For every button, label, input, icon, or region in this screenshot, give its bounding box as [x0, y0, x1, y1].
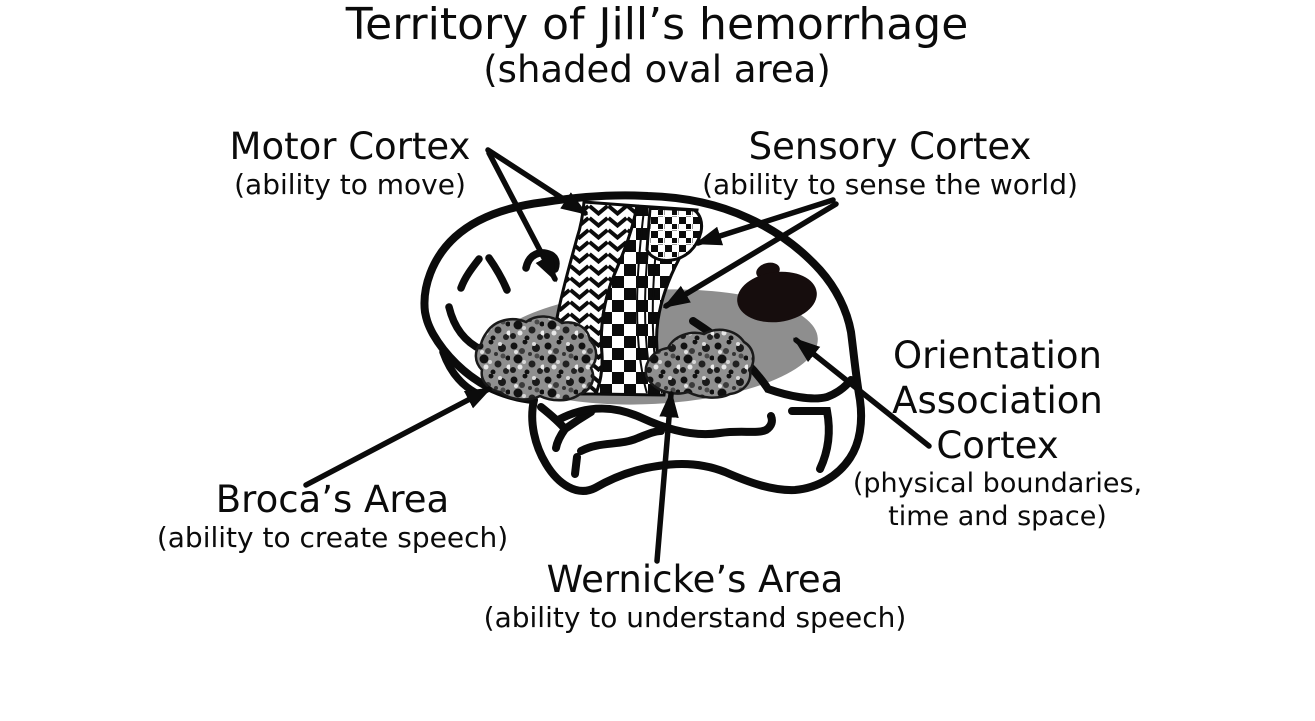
label-wernickes-area: Wernicke’s Area (ability to understand s… [450, 558, 940, 634]
label-motor-cortex: Motor Cortex (ability to move) [150, 125, 550, 201]
label-sensory-cortex: Sensory Cortex (ability to sense the wor… [655, 125, 1125, 201]
wernickes-area-region [644, 328, 755, 399]
label-orientation-association-cortex: Orientation Association Cortex (physical… [795, 334, 1200, 533]
sensory-cortex-plaid-patch [645, 206, 704, 262]
wernickes-area-description: (ability to understand speech) [483, 600, 907, 634]
label-brocas-area: Broca’s Area (ability to create speech) [115, 478, 550, 554]
orientation-name-line-1: Orientation [893, 334, 1102, 377]
sensory-cortex-name: Sensory Cortex [748, 125, 1032, 168]
wernickes-area-name: Wernicke’s Area [546, 558, 844, 601]
orientation-cortex-arrow [793, 337, 932, 449]
brocas-area-arrow [303, 386, 493, 488]
pointer-arrows [303, 147, 932, 564]
title-line-1: Territory of Jill’s hemorrhage [345, 0, 969, 50]
brocas-area-name: Broca’s Area [215, 478, 450, 521]
motor-cortex-arrow-upper [485, 147, 589, 216]
sensory-cortex-description: (ability to sense the world) [702, 167, 1078, 201]
title-line-2: (shaded oval area) [483, 48, 831, 92]
motor-cortex-name: Motor Cortex [229, 125, 471, 168]
brocas-area-description: (ability to create speech) [156, 520, 509, 554]
orientation-name-line-3: Cortex [936, 423, 1059, 467]
orientation-name-line-2: Association [892, 378, 1103, 422]
orientation-description-line-1: (physical boundaries, [852, 468, 1143, 500]
motor-cortex-description: (ability to move) [234, 167, 466, 201]
sensory-cortex-arrow-upper [694, 197, 836, 246]
wernickes-area-arrow [654, 390, 679, 564]
orientation-association-cortex-region [737, 262, 817, 323]
brocas-area-region [474, 315, 598, 402]
orientation-description-line-2: time and space) [888, 500, 1107, 532]
diagram-title: Territory of Jill’s hemorrhage (shaded o… [157, 0, 1157, 91]
motor-cortex-arrow-lower [486, 150, 558, 283]
sensory-cortex-arrow-lower [662, 201, 839, 309]
